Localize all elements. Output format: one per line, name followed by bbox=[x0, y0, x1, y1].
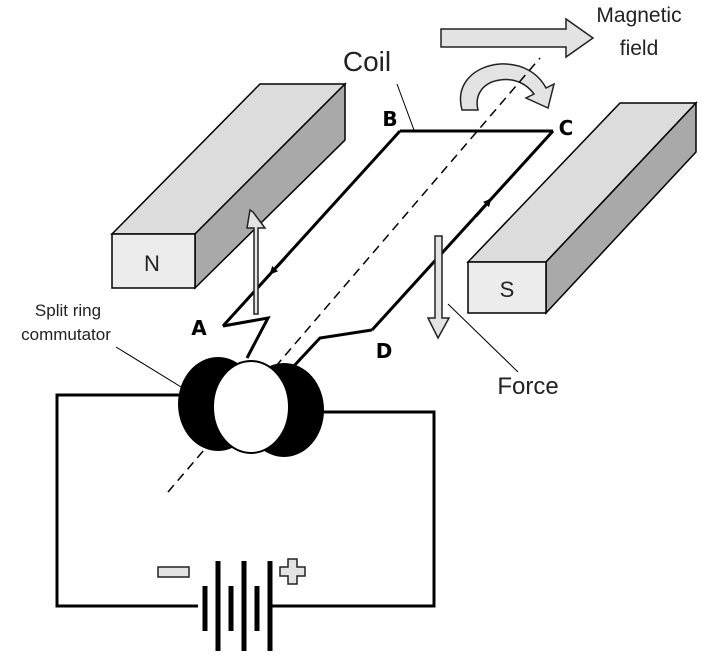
force-leader-line bbox=[447, 303, 519, 373]
corner-label-c: C bbox=[559, 116, 574, 140]
plus-sign-icon bbox=[279, 558, 306, 585]
coil-lead-d bbox=[290, 328, 373, 370]
north-magnet-front-face bbox=[111, 233, 196, 289]
south-pole-label: S bbox=[500, 277, 515, 302]
battery bbox=[202, 561, 273, 651]
corner-label-a: A bbox=[191, 316, 207, 340]
commutator-label-line2: commutator bbox=[21, 325, 111, 344]
commutator-label-line1: Split ring bbox=[35, 301, 101, 320]
magnetic-field-label-line2: field bbox=[620, 37, 659, 60]
force-arrow-down-icon bbox=[426, 235, 451, 340]
south-magnet: S bbox=[466, 101, 698, 315]
coil bbox=[221, 129, 555, 370]
commutator-gap bbox=[213, 361, 289, 453]
commutator-outline bbox=[212, 360, 290, 454]
commutator-leader-line bbox=[115, 346, 187, 391]
coil-label: Coil bbox=[343, 46, 391, 77]
minus-sign-icon bbox=[157, 566, 190, 578]
magnetic-field-label-line1: Magnetic bbox=[596, 4, 681, 27]
corner-label-b: B bbox=[382, 107, 397, 131]
coil-leader-line bbox=[396, 83, 415, 131]
rotation-arrow-icon bbox=[459, 63, 556, 111]
coil-lead-a bbox=[222, 315, 271, 359]
coil-side-cd bbox=[370, 129, 555, 332]
magnetic-field-arrow-icon bbox=[440, 17, 595, 59]
force-arrow-up-icon bbox=[246, 208, 267, 315]
north-magnet: N bbox=[110, 82, 347, 290]
split-ring-commutator bbox=[178, 357, 324, 457]
coil-current-arrow-cd bbox=[474, 198, 492, 217]
circuit-wire-right bbox=[268, 410, 436, 608]
force-label: Force bbox=[497, 373, 558, 400]
coil-side-ab bbox=[221, 129, 402, 328]
south-magnet-front-face bbox=[467, 261, 547, 314]
corner-label-d: D bbox=[376, 339, 393, 363]
coil-current-arrow-ab bbox=[269, 256, 287, 275]
circuit-wire-left bbox=[55, 393, 198, 608]
north-pole-label: N bbox=[144, 251, 160, 276]
